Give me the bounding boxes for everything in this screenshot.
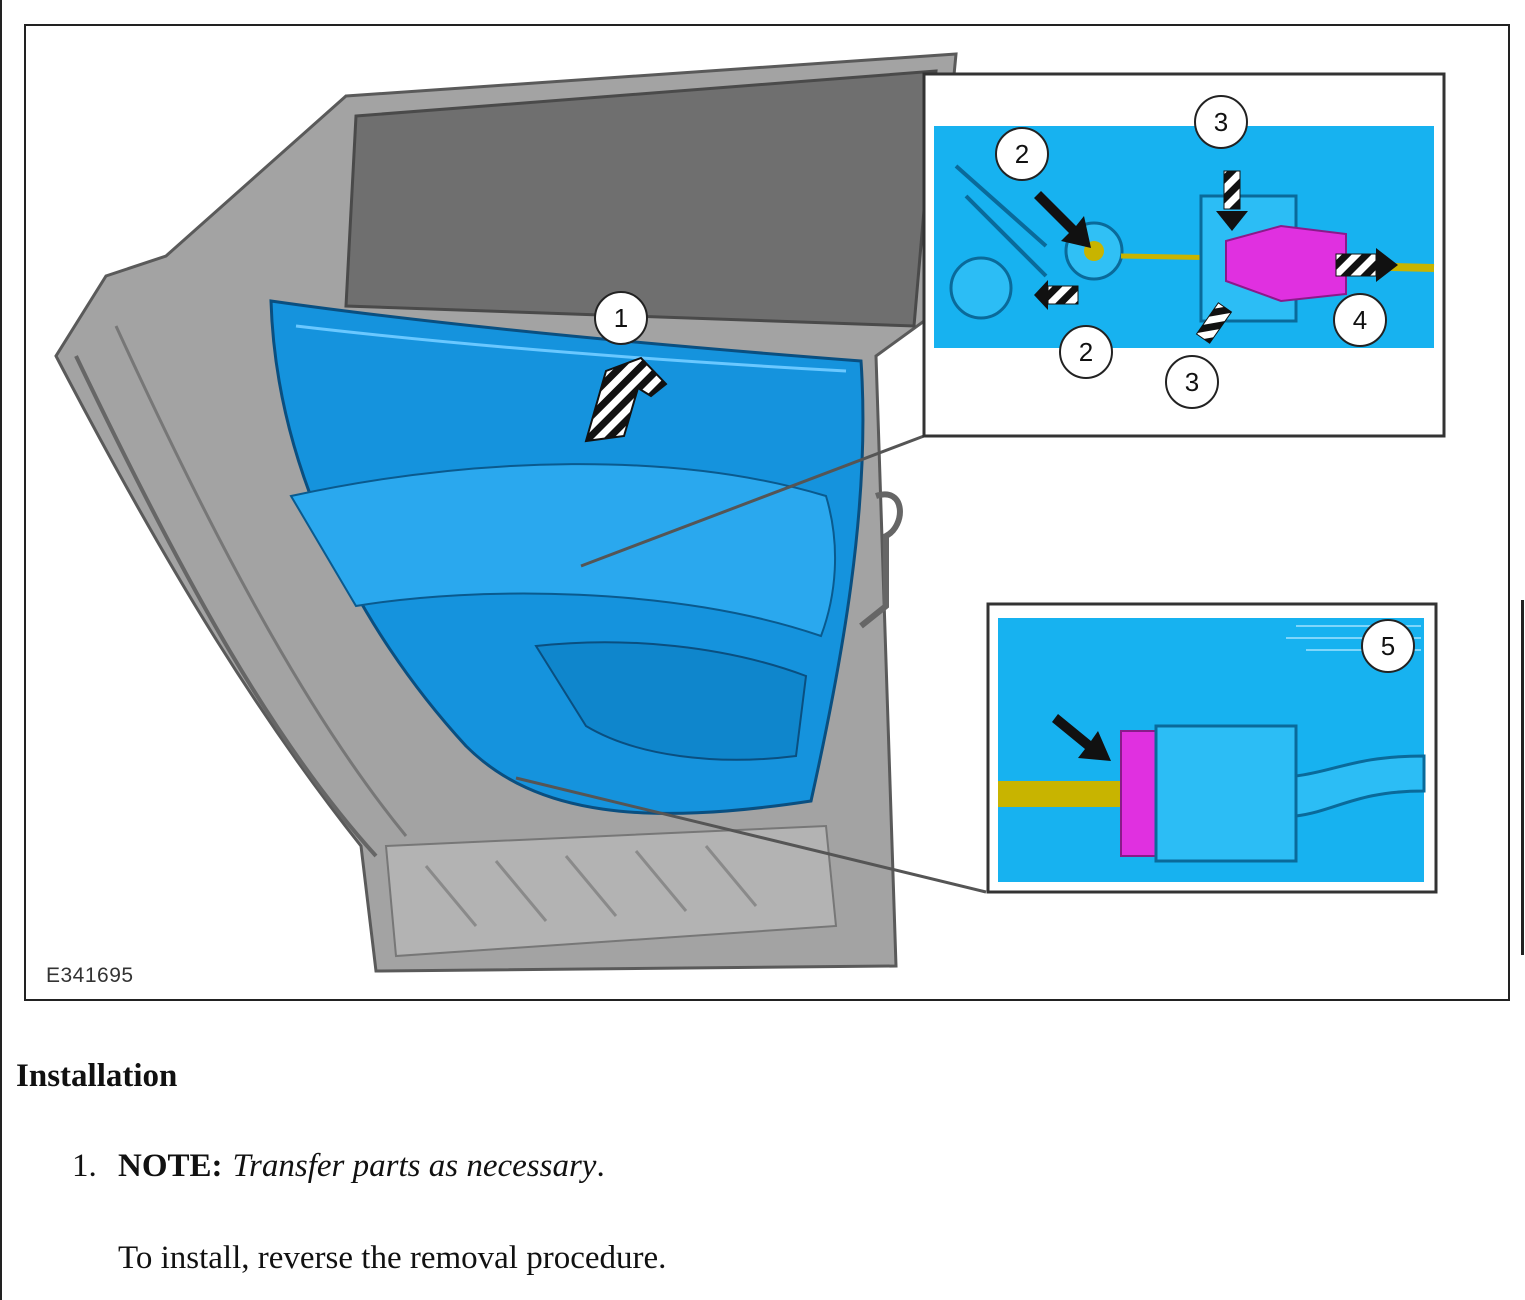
callout-3-lower: 3 [1165, 355, 1219, 409]
callout-5: 5 [1361, 619, 1415, 673]
callout-2-upper-label: 2 [1015, 139, 1029, 169]
callout-4-label: 4 [1353, 305, 1367, 335]
step-number: 1. [72, 1148, 97, 1184]
step-instruction: To install, reverse the removal procedur… [118, 1240, 667, 1276]
inset-lower [986, 602, 1438, 894]
note-text: Transfer parts as necessary [232, 1148, 597, 1184]
callout-4: 4 [1333, 293, 1387, 347]
callout-2-upper: 2 [995, 127, 1049, 181]
leader-line-lower [515, 776, 987, 894]
callout-2-lower: 2 [1059, 325, 1113, 379]
callout-3-upper-label: 3 [1214, 107, 1228, 137]
note-label: NOTE: [118, 1148, 223, 1184]
leader-line-upper [580, 434, 925, 568]
right-border-rule [1521, 600, 1524, 955]
steps-list: 1. NOTE:Transfer parts as necessary. [72, 1148, 1472, 1185]
note-punct: . [596, 1148, 605, 1184]
step-item: 1. NOTE:Transfer parts as necessary. [72, 1148, 1472, 1185]
callout-3-lower-label: 3 [1185, 367, 1199, 397]
left-border-rule [0, 0, 2, 1300]
figure-frame: 1 2 2 3 3 4 5 E341695 [24, 24, 1510, 1001]
section-heading: Installation [16, 1058, 178, 1094]
door-trim-panel [269, 299, 865, 815]
step-note: NOTE:Transfer parts as necessary. [118, 1148, 605, 1185]
callout-1-label: 1 [614, 303, 628, 333]
callout-5-label: 5 [1381, 631, 1395, 661]
callout-2-lower-label: 2 [1079, 337, 1093, 367]
figure-id: E341695 [46, 964, 134, 987]
callout-1: 1 [594, 291, 648, 345]
lift-arrow-icon [584, 356, 668, 443]
door-trim-illustration: 1 2 2 3 3 4 5 [54, 52, 1446, 973]
callout-3-upper: 3 [1194, 95, 1248, 149]
